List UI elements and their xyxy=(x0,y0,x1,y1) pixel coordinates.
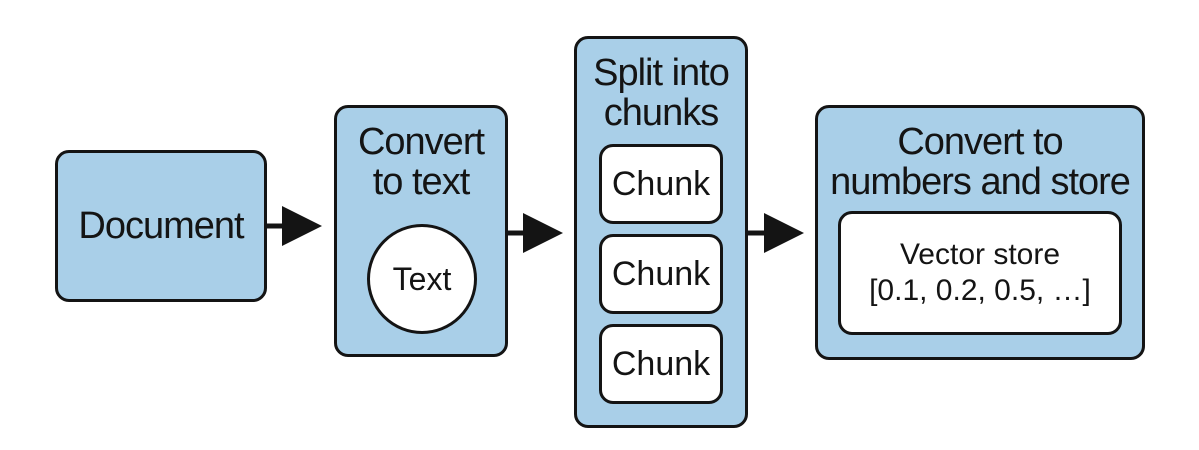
store-title-line2: numbers and store xyxy=(830,161,1131,203)
convert-to-text-title: Convert to text xyxy=(337,122,505,202)
text-circle-label: Text xyxy=(392,260,452,297)
split-title-line1: Split into xyxy=(593,52,730,94)
chunk-box-1: Chunk xyxy=(599,144,723,224)
vector-store-title: Vector store xyxy=(899,238,1061,271)
document-label: Document xyxy=(78,204,244,247)
text-circle: Text xyxy=(367,224,477,334)
chunk-label-1: Chunk xyxy=(611,165,711,203)
chunk-label-3: Chunk xyxy=(611,345,711,383)
chunk-box-2: Chunk xyxy=(599,234,723,314)
split-title-line2: chunks xyxy=(603,92,719,134)
convert-to-text-box: Convert to text Text xyxy=(334,105,508,357)
vector-store-box: Vector store [0.1, 0.2, 0.5, …] xyxy=(838,211,1122,335)
convert-numbers-store-box: Convert to numbers and store Vector stor… xyxy=(815,105,1145,360)
store-title-line1: Convert to xyxy=(897,121,1063,163)
chunk-box-3: Chunk xyxy=(599,324,723,404)
vector-store-values: [0.1, 0.2, 0.5, …] xyxy=(869,274,1091,307)
convert-to-text-title-line2: to text xyxy=(372,161,471,203)
document-box: Document xyxy=(55,150,267,302)
split-title: Split into chunks xyxy=(577,53,745,133)
store-title: Convert to numbers and store xyxy=(818,122,1142,202)
convert-to-text-title-line1: Convert xyxy=(357,121,485,163)
split-into-chunks-box: Split into chunks Chunk Chunk Chunk xyxy=(574,36,748,428)
chunk-label-2: Chunk xyxy=(611,255,711,293)
